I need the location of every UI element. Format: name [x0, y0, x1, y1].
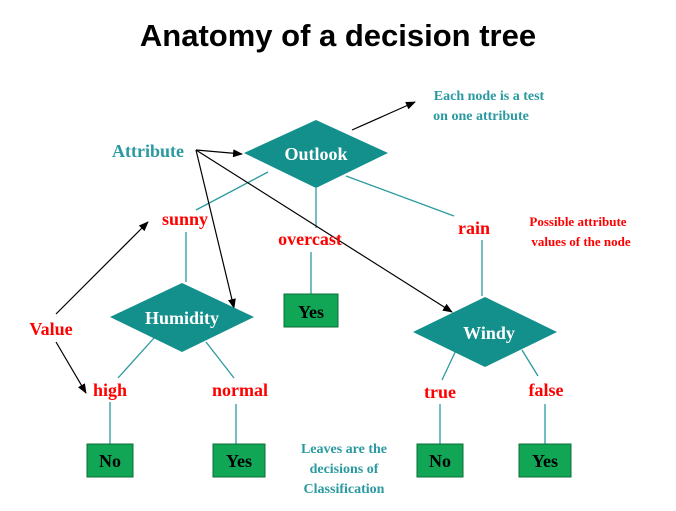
leaf-box	[518, 443, 572, 478]
annotation-value: Value	[29, 319, 72, 339]
edge-humidity-normal	[205, 341, 235, 379]
edge-outlook-sunny	[195, 171, 269, 211]
windy-diamond	[413, 297, 557, 367]
leaf-label: Yes	[226, 451, 252, 471]
note-node-test-line1: Each node is a test	[434, 89, 545, 104]
leaf-overcast-yes: Yes	[283, 293, 339, 328]
leaf-box	[283, 293, 339, 328]
leaf-false-yes: Yes	[518, 443, 572, 478]
outlook-label: Outlook	[284, 144, 347, 164]
edge-label-normal: normal	[212, 380, 268, 400]
edge-label-rain: rain	[458, 218, 490, 238]
note-node-test-line2: on one attribute	[433, 109, 529, 124]
humidity-label: Humidity	[145, 308, 219, 328]
leaf-label: No	[429, 451, 451, 471]
leaf-high-no: No	[86, 443, 134, 478]
outlook-diamond	[244, 120, 388, 188]
edge-label-high: high	[93, 380, 127, 400]
note-possible-values-line1: Possible attribute	[529, 214, 626, 229]
edge-windy-false	[521, 349, 539, 377]
arrow-attribute-windy	[195, 149, 453, 313]
edge-label-false: false	[529, 380, 564, 400]
windy-label: Windy	[463, 323, 515, 343]
leaf-label: No	[99, 451, 121, 471]
note-leaves-line3: Classification	[304, 482, 385, 497]
arrow-node-test	[351, 101, 416, 131]
note-possible-values-line2: values of the node	[531, 234, 631, 249]
node-humidity: Humidity	[110, 283, 254, 352]
note-leaves-line1: Leaves are the	[301, 442, 387, 457]
leaf-normal-yes: Yes	[212, 443, 266, 478]
node-windy: Windy	[413, 297, 557, 367]
edge-outlook-rain	[345, 175, 455, 217]
node-outlook: Outlook	[244, 120, 388, 188]
page-title: Anatomy of a decision tree	[140, 18, 536, 53]
tree-edges	[109, 171, 546, 444]
leaf-true-no: No	[416, 443, 464, 478]
arrow-value-high	[55, 341, 87, 394]
annotation-attribute: Attribute	[112, 141, 184, 161]
leaf-box	[416, 443, 464, 478]
edge-label-sunny: sunny	[162, 209, 208, 229]
arrow-value-sunny	[55, 221, 149, 315]
leaf-box	[86, 443, 134, 478]
leaf-label: Yes	[532, 451, 558, 471]
humidity-diamond	[110, 283, 254, 352]
leaf-box	[212, 443, 266, 478]
edge-label-true: true	[424, 382, 456, 402]
arrow-attribute-outlook	[195, 149, 243, 158]
leaf-label: Yes	[298, 302, 324, 322]
edge-label-overcast: overcast	[278, 229, 342, 249]
note-leaves-line2: decisions of	[310, 462, 379, 477]
edge-humidity-high	[117, 337, 155, 379]
arrow-attribute-humidity	[195, 149, 236, 309]
annotation-arrows	[55, 101, 453, 394]
